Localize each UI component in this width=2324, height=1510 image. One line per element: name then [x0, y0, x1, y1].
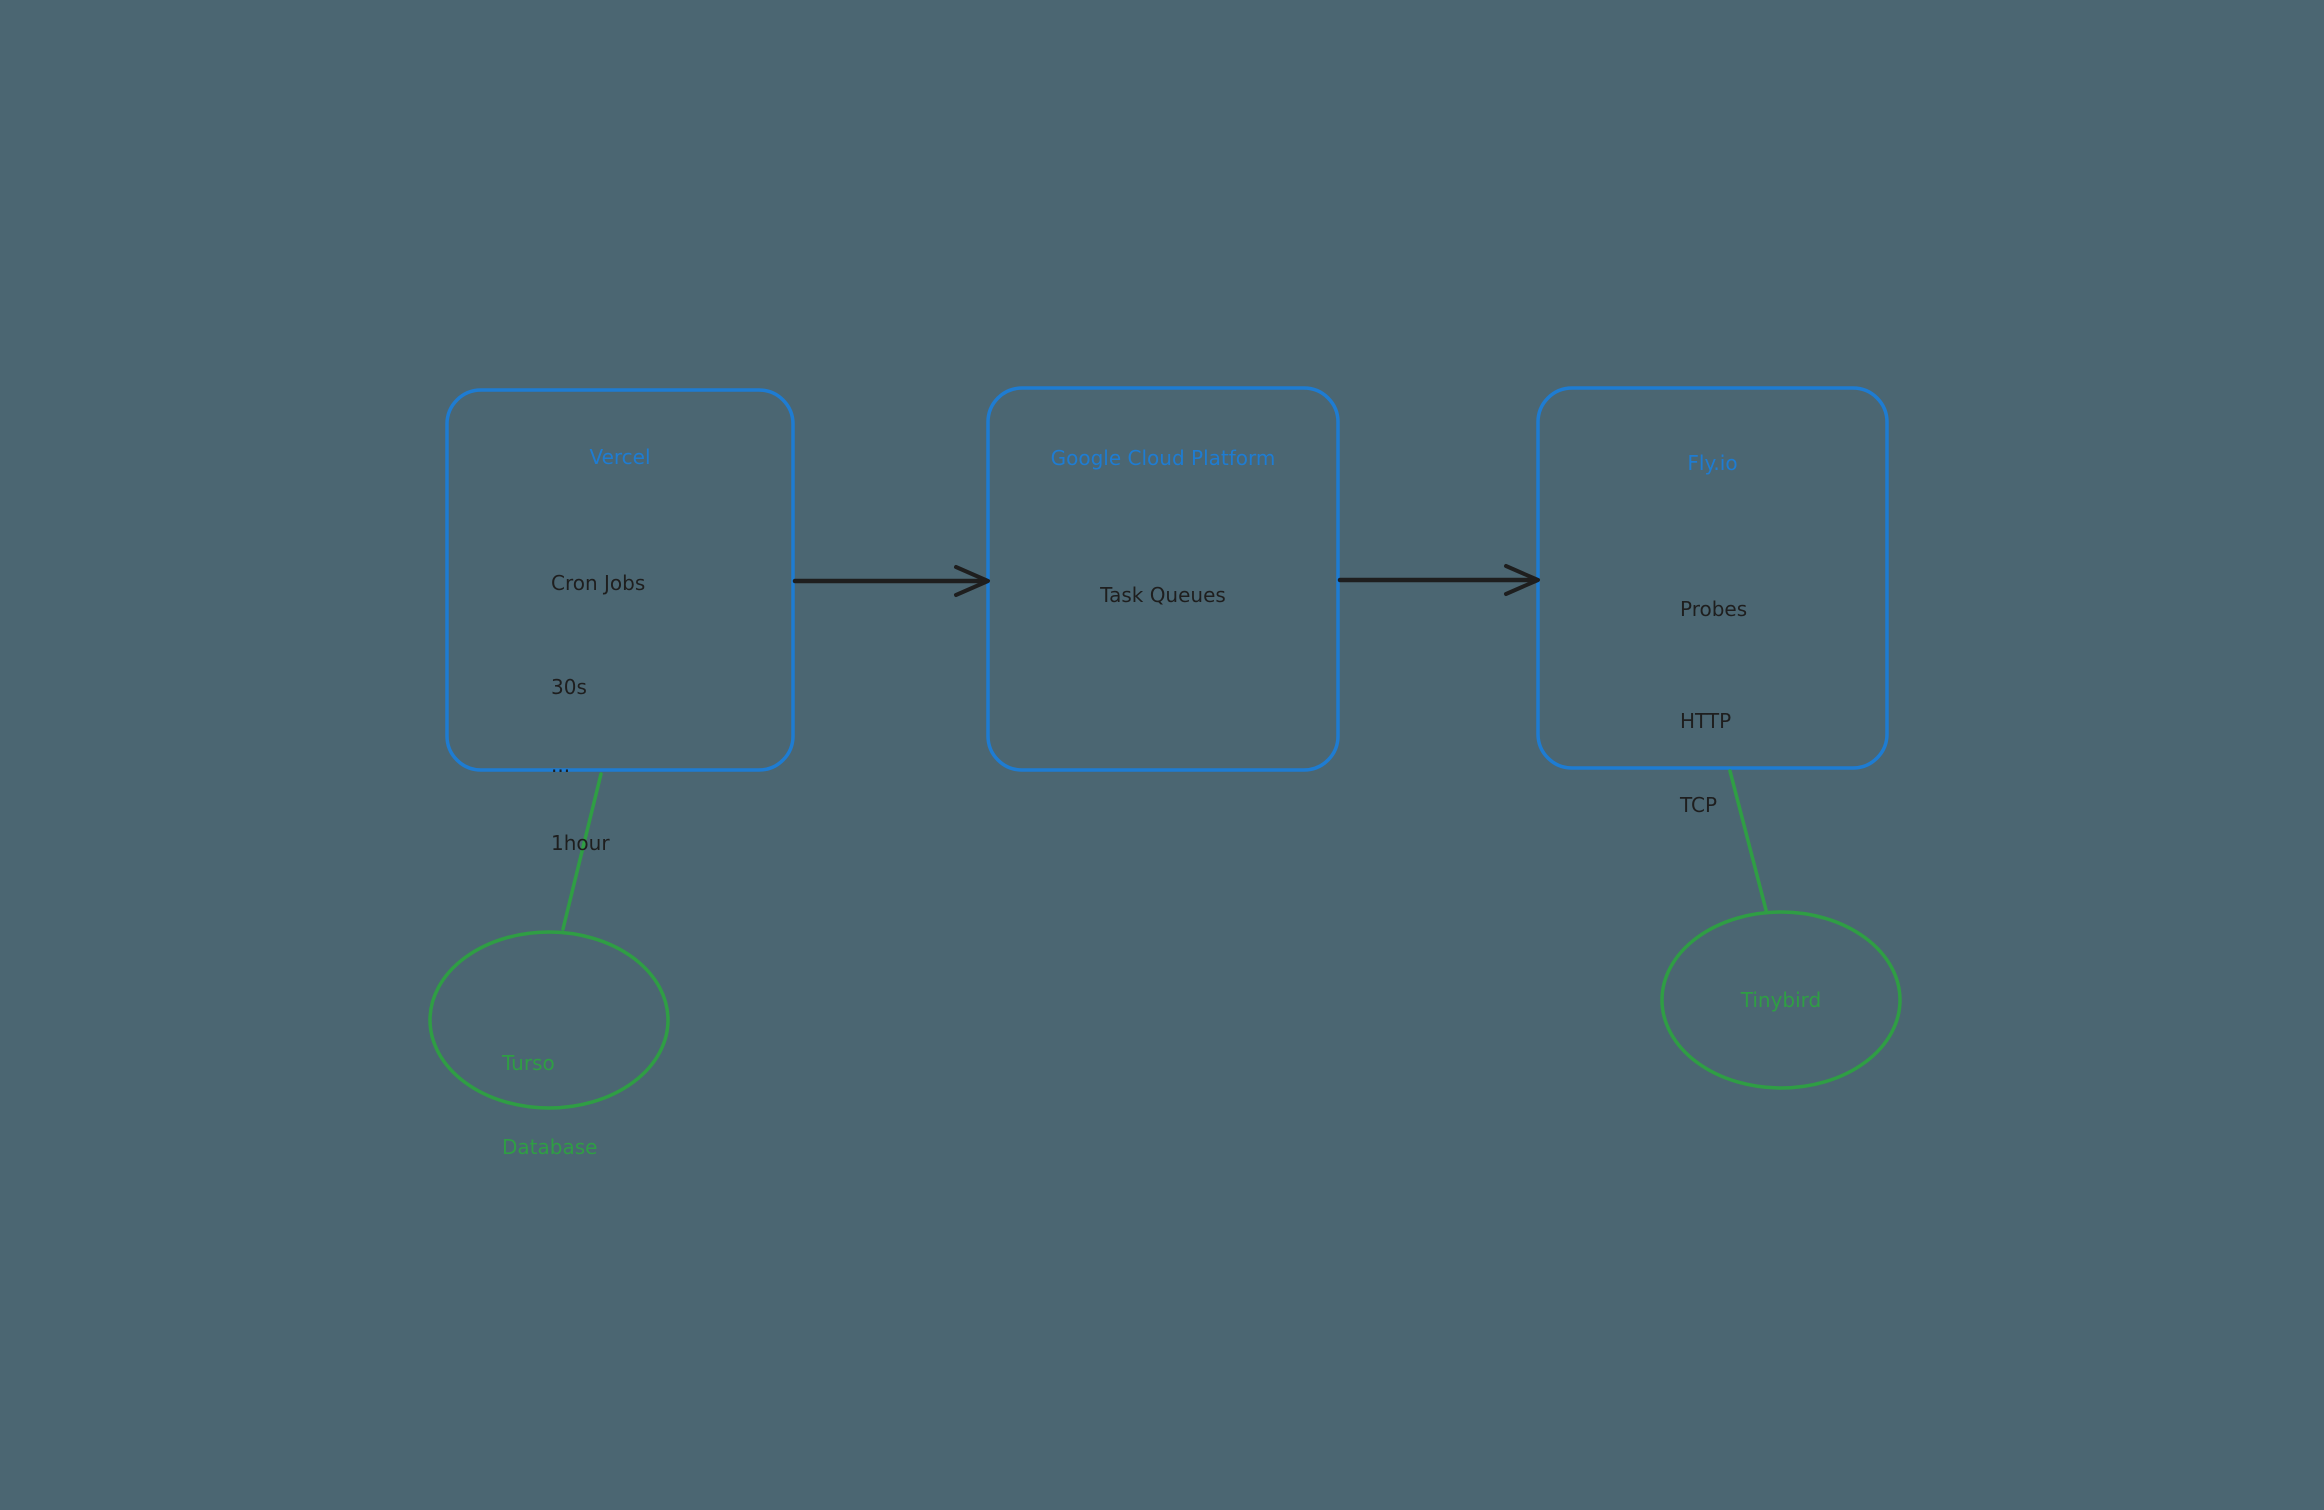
vercel-box-body: Cron Jobs 30s ... 1hour — [551, 518, 645, 908]
gcp-body-line: Task Queues — [1100, 583, 1226, 607]
turso-label-line: Database — [502, 1135, 598, 1159]
flyio-box-body: Probes HTTP TCP — [1680, 539, 1747, 875]
vercel-body-line: 30s — [551, 675, 587, 699]
gcp-to-flyio-arrow — [1337, 564, 1540, 596]
vercel-box-title: Vercel — [589, 445, 651, 469]
flyio-box-title: Fly.io — [1687, 451, 1738, 475]
flyio-body-line: TCP — [1680, 793, 1718, 817]
turso-ellipse-label: Turso Database — [502, 993, 597, 1217]
vercel-to-gcp-arrow — [792, 565, 990, 597]
vercel-body-line: Cron Jobs — [551, 571, 646, 595]
flyio-body-line: HTTP — [1680, 709, 1732, 733]
tinybird-ellipse-label: Tinybird — [1740, 988, 1822, 1012]
vercel-body-line: ... — [551, 753, 571, 777]
arrow-head-icon — [954, 565, 990, 597]
vercel-to-turso-line — [561, 772, 603, 931]
turso-ellipse — [428, 930, 670, 1110]
vercel-body-line: 1hour — [551, 831, 610, 855]
arrow-head-icon — [1504, 564, 1540, 596]
flyio-body-line: Probes — [1680, 597, 1748, 621]
gcp-box-title: Google Cloud Platform — [1050, 446, 1276, 470]
turso-label-line: Turso — [502, 1051, 555, 1075]
flyio-to-tinybird-line — [1728, 769, 1768, 912]
tinybird-ellipse — [1660, 910, 1902, 1090]
